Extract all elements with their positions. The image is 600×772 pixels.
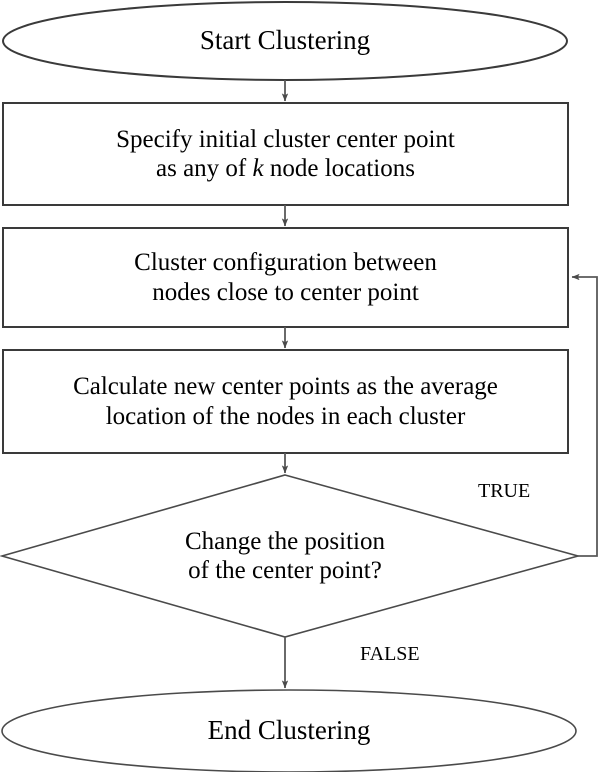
node-calculate-centers-shape	[2, 349, 569, 454]
node-end-shape	[1, 689, 577, 772]
node-cluster-configuration-shape	[2, 227, 569, 328]
node-change-position-decision-shape	[0, 474, 582, 638]
edge-decision-true-loopback	[571, 273, 598, 557]
node-start-shape	[2, 1, 568, 81]
node-specify-initial-shape	[2, 102, 569, 206]
